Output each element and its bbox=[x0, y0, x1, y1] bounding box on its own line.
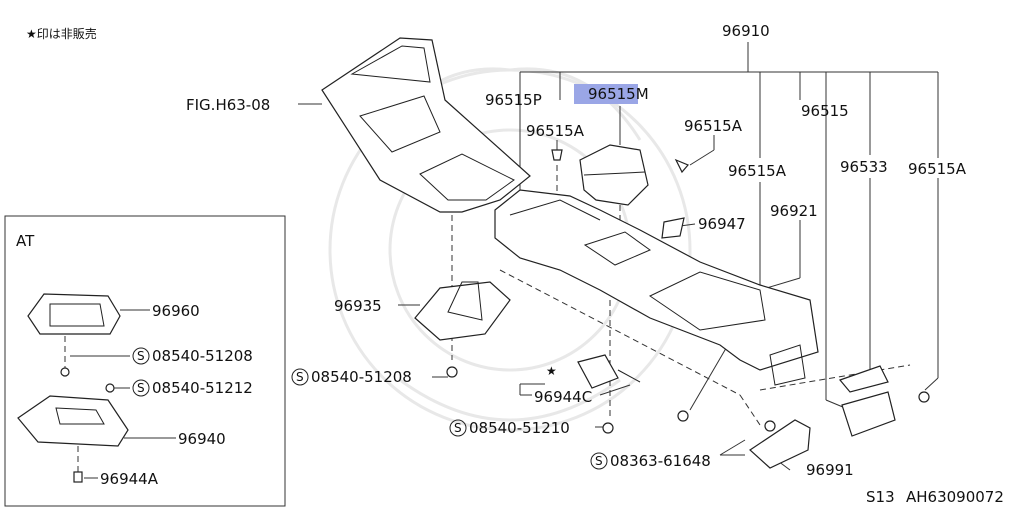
label-96515A-left: 96515A bbox=[526, 122, 585, 140]
label-96533: 96533 bbox=[840, 158, 888, 176]
label-at-08540-51208: 08540-51208 bbox=[152, 347, 253, 365]
label-96515: 96515 bbox=[801, 102, 849, 120]
label-08540-51208: 08540-51208 bbox=[311, 368, 412, 386]
clip-parts bbox=[446, 149, 930, 434]
s-marker-at-51212: S bbox=[137, 381, 145, 395]
harness-part bbox=[577, 354, 641, 389]
callout-labels: 96910 FIG.H63-08 96515P 96515M 96515A 96… bbox=[186, 22, 967, 479]
footer-model: S13 bbox=[866, 488, 895, 506]
highlight-96515M bbox=[574, 84, 638, 104]
console-body bbox=[494, 189, 819, 386]
label-96515P: 96515P bbox=[485, 91, 542, 109]
watermark-emblem bbox=[328, 67, 692, 432]
at-inset-title: AT bbox=[16, 232, 35, 250]
label-96991: 96991 bbox=[806, 461, 854, 479]
label-96947: 96947 bbox=[698, 215, 746, 233]
s-marker-at-51208: S bbox=[137, 349, 145, 363]
label-96910: 96910 bbox=[722, 22, 770, 40]
bracket-part bbox=[749, 419, 811, 469]
lid-part bbox=[579, 144, 649, 206]
label-96921: 96921 bbox=[770, 202, 818, 220]
label-at-96944A: 96944A bbox=[100, 470, 159, 488]
label-96935: 96935 bbox=[334, 297, 382, 315]
s-marker-61648: S bbox=[595, 454, 603, 468]
label-96515A-col: 96515A bbox=[728, 162, 787, 180]
label-08540-51210: 08540-51210 bbox=[469, 419, 570, 437]
pocket-parts bbox=[838, 365, 896, 437]
legend-note: ★印は非販売 bbox=[26, 26, 97, 41]
label-96515A-mid: 96515A bbox=[684, 117, 743, 135]
star-marker: ★ bbox=[546, 364, 557, 378]
s-marker-main: S bbox=[296, 370, 304, 384]
label-96944C: 96944C bbox=[534, 388, 592, 406]
label-96515A-right: 96515A bbox=[908, 160, 967, 178]
boot-part bbox=[414, 281, 511, 341]
label-96515M: 96515M bbox=[588, 85, 649, 103]
callout-lines bbox=[298, 42, 939, 471]
finisher-part bbox=[321, 37, 531, 213]
label-at-96940: 96940 bbox=[178, 430, 226, 448]
label-08363-61648: 08363-61648 bbox=[610, 452, 711, 470]
label-at-96960: 96960 bbox=[152, 302, 200, 320]
s-marker-51210: S bbox=[454, 421, 462, 435]
label-at-08540-51212: 08540-51212 bbox=[152, 379, 253, 397]
label-fig-ref: FIG.H63-08 bbox=[186, 96, 270, 114]
footer-ref: AH63090072 bbox=[906, 488, 1004, 506]
at-inset: AT 96960 S 08540-51208 S 08540-51212 969… bbox=[4, 215, 286, 507]
